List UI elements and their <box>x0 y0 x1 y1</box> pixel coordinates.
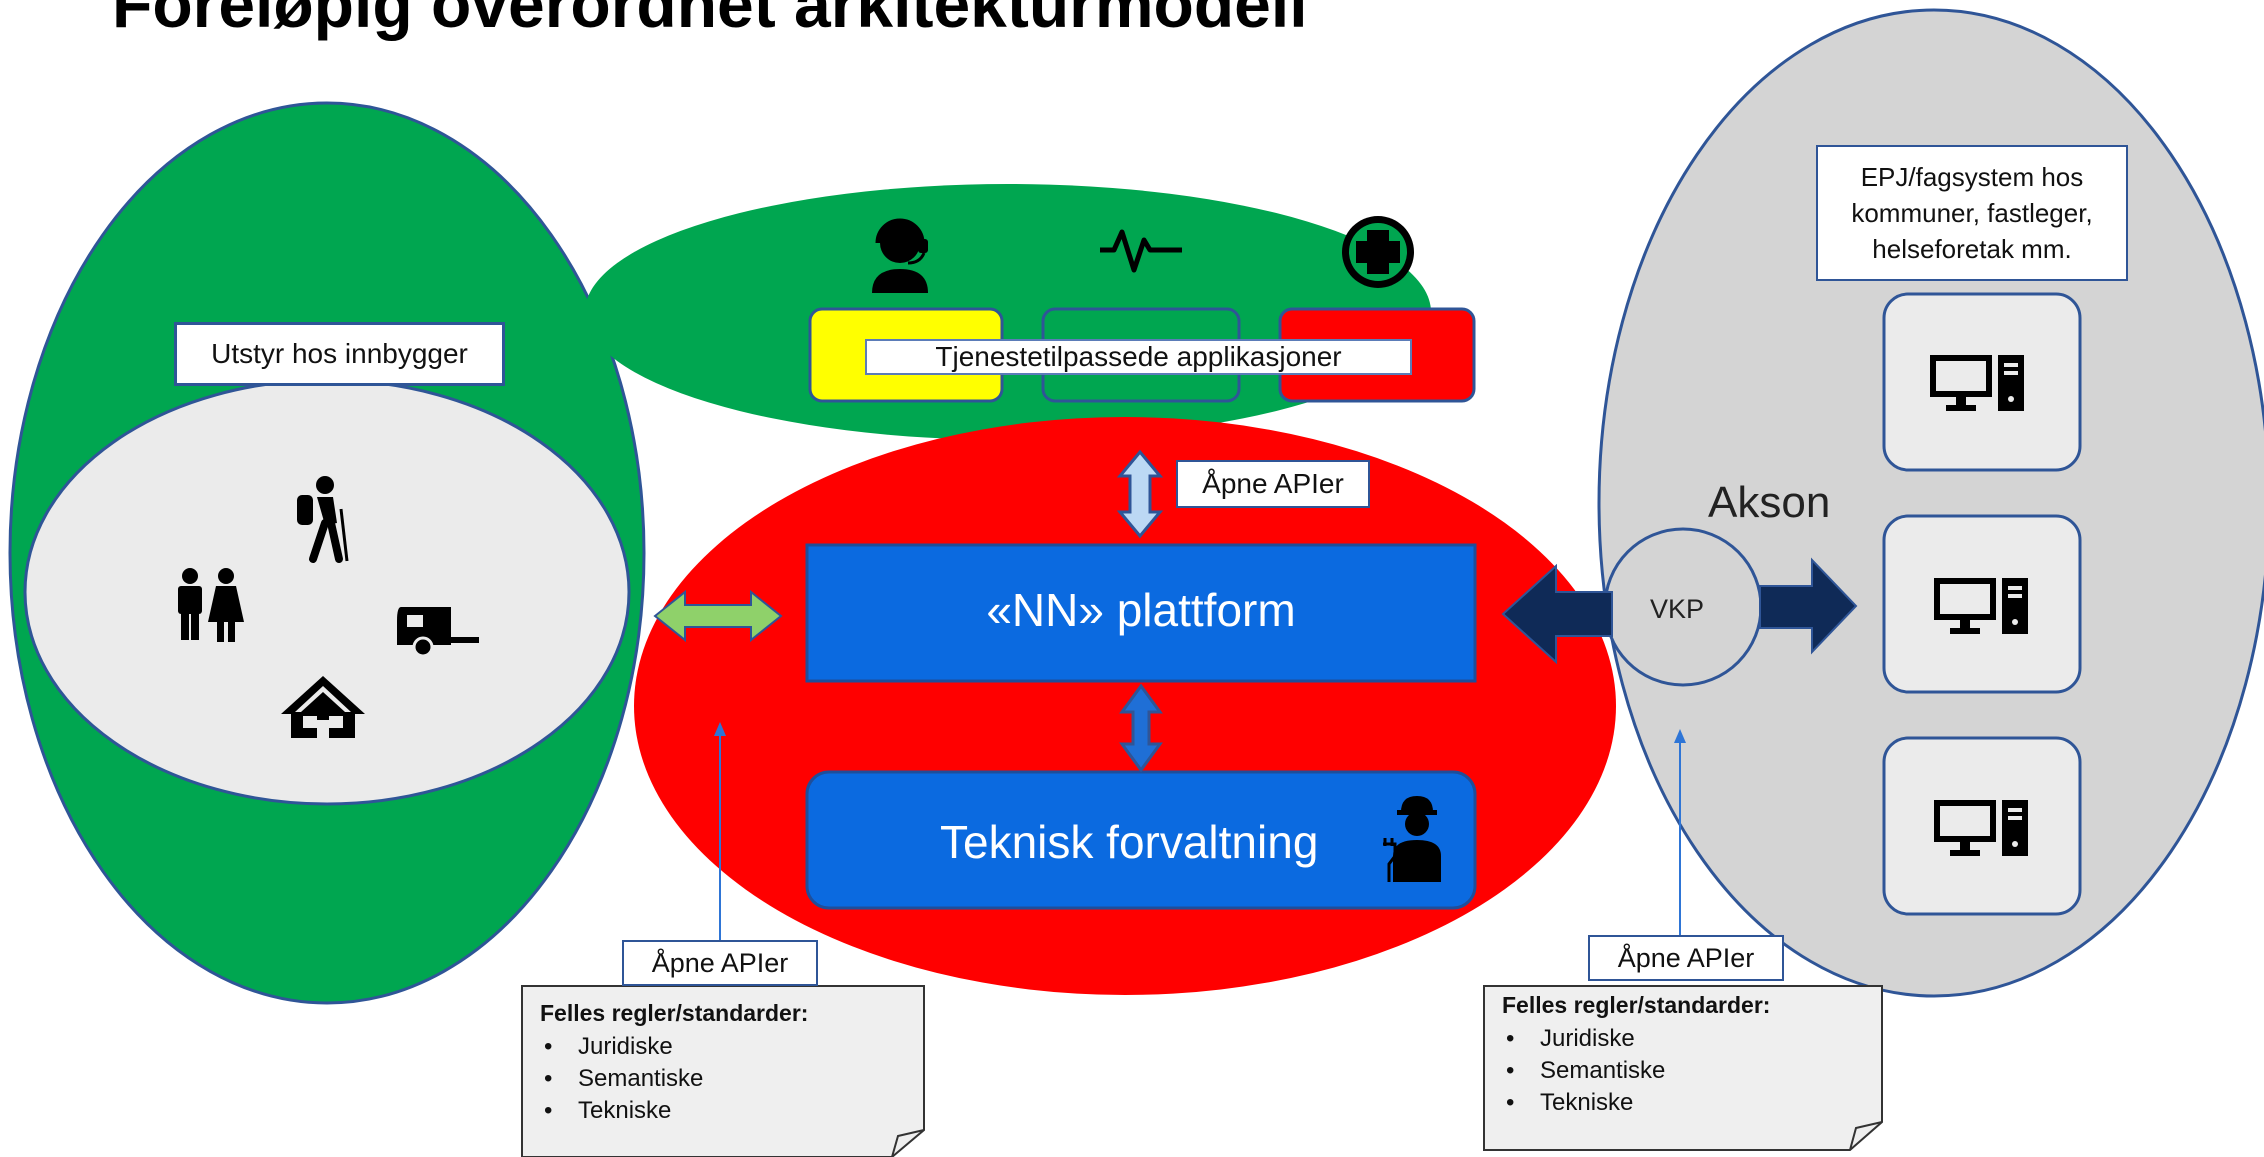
open-api-label-right: Åpne APIer <box>1588 935 1784 981</box>
note-item: Tekniske <box>1506 1087 1770 1119</box>
technical-management-label: Teknisk forvaltning <box>940 816 1319 868</box>
arrow-citizen-platform <box>653 589 783 643</box>
arrow-apps-platform <box>1116 449 1164 539</box>
computer-icon <box>1934 800 2028 856</box>
note-item: Juridiske <box>1506 1023 1770 1055</box>
technician-icon <box>1383 796 1441 882</box>
pointer-arrowhead-left <box>714 722 726 736</box>
open-api-label-top: Åpne APIer <box>1176 460 1370 508</box>
arrow-vkp-to-platform <box>1501 563 1613 665</box>
computer-icon <box>1930 355 2024 411</box>
pointer-arrowhead-right <box>1674 729 1686 743</box>
note-heading: Felles regler/standarder: <box>1502 992 1771 1018</box>
medical-cross-icon <box>1342 216 1414 288</box>
platform-box <box>805 543 1477 683</box>
note-item: Juridiske <box>544 1031 808 1063</box>
house-icon <box>281 676 365 738</box>
citizen-equipment-label: Utstyr hos innbygger <box>174 322 505 386</box>
note-item: Tekniske <box>544 1095 808 1127</box>
caravan-icon <box>397 607 479 658</box>
note-fold-right <box>1849 1121 1883 1151</box>
hiker-icon <box>297 476 349 563</box>
computer-icon <box>1934 578 2028 634</box>
service-apps-label: Tjenestetilpassede applikasjoner <box>865 339 1412 375</box>
rules-note-right: Felles regler/standarder: Juridiske Sema… <box>1502 992 1770 1119</box>
support-agent-icon <box>872 218 928 293</box>
akson-label: Akson <box>1708 478 1831 527</box>
page-title: Foreløpig overordnet arkitekturmodell <box>112 0 1308 41</box>
vkp-label: VKP <box>1650 594 1705 624</box>
citizen-equipment-ellipse <box>23 378 631 806</box>
arrow-platform-technical <box>1119 683 1163 773</box>
heartbeat-icon <box>1100 229 1182 273</box>
note-list: Juridiske Semantiske Tekniske <box>1502 1023 1770 1119</box>
note-item: Semantiske <box>544 1063 808 1095</box>
note-heading: Felles regler/standarder: <box>540 1000 809 1026</box>
open-api-label-left: Åpne APIer <box>622 940 818 986</box>
note-list: Juridiske Semantiske Tekniske <box>540 1031 808 1127</box>
note-fold-left <box>891 1129 925 1157</box>
platform-label: «NN» plattform <box>986 584 1296 636</box>
note-item: Semantiske <box>1506 1055 1770 1087</box>
rules-note-left: Felles regler/standarder: Juridiske Sema… <box>540 1000 808 1127</box>
arrow-vkp-to-epj <box>1759 557 1858 655</box>
couple-icon <box>178 568 244 642</box>
epj-label: EPJ/fagsystem hos kommuner, fastleger, h… <box>1816 145 2128 281</box>
